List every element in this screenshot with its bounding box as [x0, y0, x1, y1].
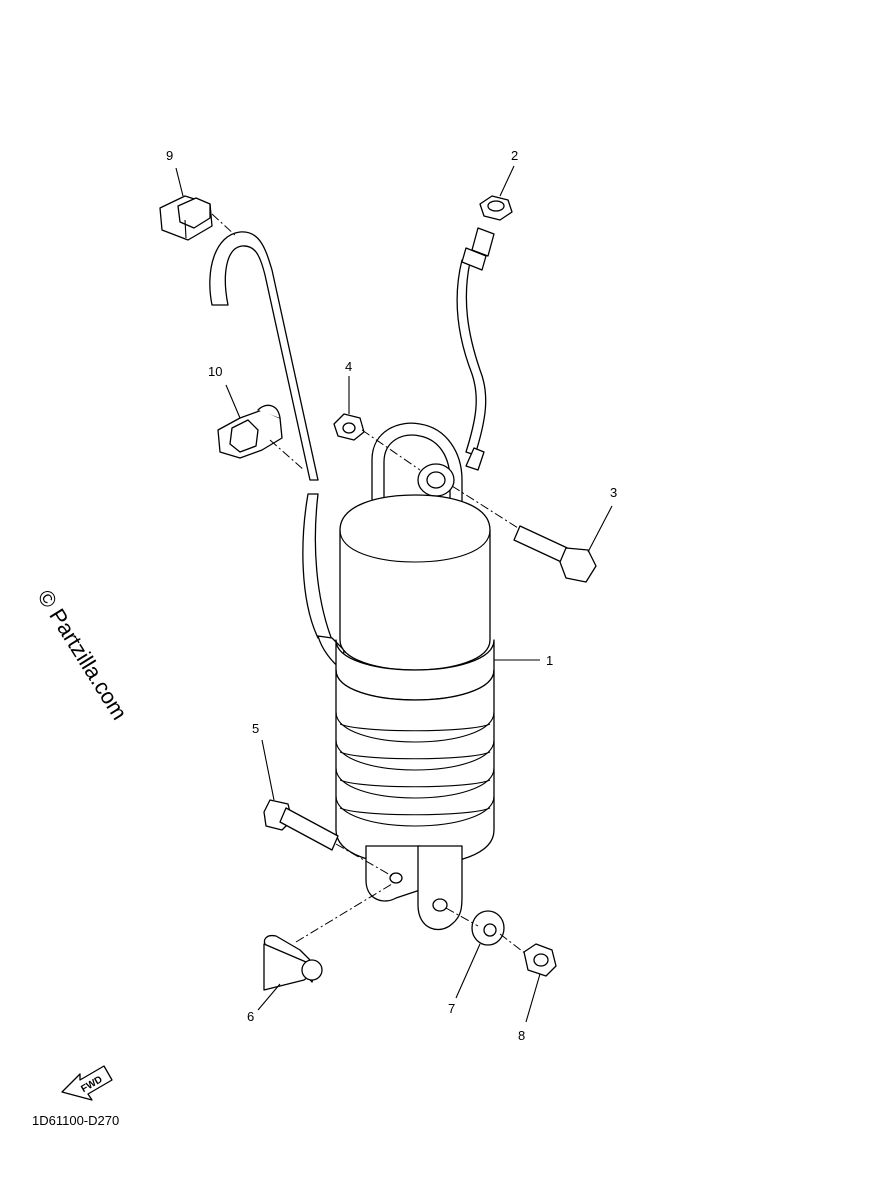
callout-2: 2	[511, 148, 518, 163]
hose-clip-10	[217, 384, 283, 459]
bolt-3	[513, 505, 613, 583]
hose-clip-9	[159, 167, 213, 241]
shock-absorber-1	[335, 422, 540, 931]
callout-6: 6	[247, 1009, 254, 1024]
callout-3: 3	[610, 485, 617, 500]
fwd-arrow-icon: FWD	[61, 1065, 113, 1101]
callout-10: 10	[208, 364, 222, 379]
callout-7: 7	[448, 1001, 455, 1016]
nut-8	[523, 943, 557, 1023]
collar-6	[257, 934, 323, 1011]
bolt-5	[261, 739, 339, 851]
callout-8: 8	[518, 1028, 525, 1043]
reservoir-line	[456, 227, 495, 471]
diagram-code: 1D61100-D270	[32, 1113, 120, 1128]
callout-9: 9	[166, 148, 173, 163]
callout-4: 4	[345, 359, 352, 374]
washer-7	[455, 910, 505, 999]
nut-2	[479, 165, 515, 221]
callout-1: 1	[546, 653, 553, 668]
callout-5: 5	[252, 721, 259, 736]
nut-4	[333, 376, 365, 441]
